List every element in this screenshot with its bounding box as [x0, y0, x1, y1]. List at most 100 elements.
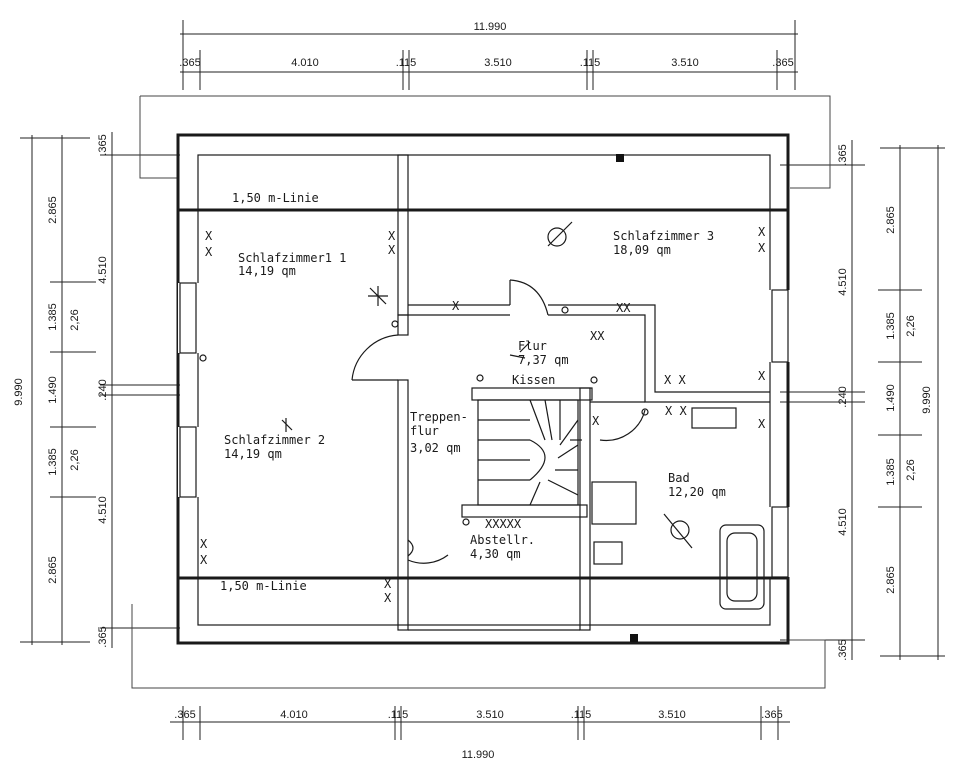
top-dim-segment: 3.510	[484, 57, 512, 69]
switch-mark: X	[384, 577, 392, 591]
switch-mark: X	[388, 243, 396, 257]
room-name-bedroom2: Schlafzimmer 2	[224, 433, 325, 447]
left-mid-dim: 2,26	[69, 449, 81, 470]
room-area-storage: 4,30 qm	[470, 547, 521, 561]
room-name-stair-hall-2: flur	[410, 424, 439, 438]
outlet-icon	[391, 320, 399, 328]
switch-mark: X	[388, 229, 396, 243]
right-dimension-chains: 9.990 2.865 1.385 1.490 1.385 2.865 2,26…	[780, 140, 945, 661]
height-lines: 1,50 m-Linie 1,50 m-Linie	[178, 191, 788, 593]
left-inner-dim: 4.510	[97, 496, 109, 524]
right-total-dimension: 9.990	[921, 386, 933, 414]
top-dimension-chain: 11.990 .365 4.010 .115 3.510 .115 3.510 …	[179, 20, 798, 90]
toilet	[593, 541, 623, 565]
switch-mark: X	[592, 414, 600, 428]
top-dim-segment: .365	[772, 57, 793, 69]
top-dim-segment: 3.510	[671, 57, 699, 69]
top-dim-segment: .115	[396, 57, 417, 69]
switch-mark: X	[452, 299, 460, 313]
left-outer-dim: 2.865	[47, 556, 59, 584]
room-labels: Schlafzimmer1 1 14,19 qm Schlafzimmer 2 …	[224, 229, 726, 561]
bottom-total-dimension: 11.990	[462, 749, 495, 761]
storage-marks: XXXXX	[485, 517, 522, 531]
bottom-dim-segment: .365	[174, 709, 195, 721]
switch-mark: X	[758, 369, 766, 383]
room-area-bedroom3: 18,09 qm	[613, 243, 671, 257]
left-outer-dim: 1.490	[47, 376, 59, 404]
left-outer-dim: 1.385	[47, 303, 59, 331]
sink	[691, 407, 737, 429]
right-mid-dim: 2,26	[905, 459, 917, 480]
room-name-bedroom1: Schlafzimmer1 1	[238, 251, 346, 265]
right-outer-dim: 2.865	[885, 566, 897, 594]
height-line-label-top: 1,50 m-Linie	[232, 191, 319, 205]
outlet-icon	[561, 306, 569, 314]
shower-tray	[591, 481, 637, 525]
left-inner-dim: 4.510	[97, 256, 109, 284]
right-inner-dim: 4.510	[837, 268, 849, 296]
left-mid-dim: 2,26	[69, 309, 81, 330]
bottom-dim-segment: .115	[571, 709, 592, 721]
bottom-dim-segment: .115	[388, 709, 409, 721]
right-inner-dim: .365	[837, 639, 849, 660]
wall-light-icon	[407, 539, 414, 557]
bottom-dim-segment: .365	[761, 709, 782, 721]
right-outer-dim: 1.385	[885, 458, 897, 486]
room-name-bath: Bad	[668, 471, 690, 485]
bath-fixtures	[591, 407, 765, 610]
bottom-dim-segment: 4.010	[280, 709, 308, 721]
outlet-icon	[476, 374, 484, 382]
ceiling-light-icon	[509, 341, 531, 359]
left-inner-dim: .365	[97, 134, 109, 155]
switch-mark: X	[200, 537, 208, 551]
left-outer-dim: 2.865	[47, 196, 59, 224]
switch-mark: X	[758, 417, 766, 431]
socket-mark: XX	[616, 301, 631, 315]
room-area-bath: 12,20 qm	[668, 485, 726, 499]
outlet-icon	[462, 518, 470, 526]
ceiling-light-icon	[368, 286, 388, 306]
right-outer-dim: 1.385	[885, 312, 897, 340]
room-name-stair-hall-1: Treppen-	[410, 410, 468, 424]
room-area-bedroom1: 14,19 qm	[238, 264, 296, 278]
height-line-label-bottom: 1,50 m-Linie	[220, 579, 307, 593]
left-outer-dim: 1.385	[47, 448, 59, 476]
right-mid-dim: 2,26	[905, 315, 917, 336]
right-outer-dim: 1.490	[885, 384, 897, 412]
socket-mark: XX	[590, 329, 605, 343]
bottom-dimension-chain: .365 4.010 .115 3.510 .115 3.510 .365 11…	[170, 706, 790, 761]
switch-mark: X	[384, 591, 392, 605]
right-inner-dim: .365	[837, 144, 849, 165]
right-inner-dim: 4.510	[837, 508, 849, 536]
ceiling-light-icon	[547, 221, 573, 247]
left-dimension-chains: 9.990 2.865 1.385 1.490 1.385 2.865 2,26…	[13, 132, 180, 648]
switch-mark: X	[200, 553, 208, 567]
room-note-hall: Kissen	[512, 373, 555, 387]
ceiling-light-icon	[281, 418, 293, 432]
room-name-hall: Flur	[518, 339, 547, 353]
socket-mark: X X	[664, 373, 686, 387]
left-total-dimension: 9.990	[13, 378, 25, 406]
doors	[351, 279, 646, 564]
switch-mark: X	[205, 229, 213, 243]
bottom-dim-segment: 3.510	[476, 709, 504, 721]
right-inner-dim: .240	[837, 386, 849, 407]
roof-outline	[131, 95, 831, 689]
staircase	[477, 399, 582, 506]
socket-mark: X X	[665, 404, 687, 418]
right-outer-dim: 2.865	[885, 206, 897, 234]
room-name-bedroom3: Schlafzimmer 3	[613, 229, 714, 243]
top-dim-segment: 4.010	[291, 57, 319, 69]
switch-mark: X	[758, 225, 766, 239]
top-dim-segment: .115	[580, 57, 601, 69]
outlet-icon	[641, 408, 649, 416]
top-dim-segment: .365	[179, 57, 200, 69]
room-name-storage: Abstellr.	[470, 533, 535, 547]
outlet-icon	[590, 376, 598, 384]
room-area-stair-hall: 3,02 qm	[410, 441, 461, 455]
left-inner-dim: .365	[97, 626, 109, 647]
interior-walls	[397, 154, 770, 631]
bathtub	[719, 524, 765, 610]
top-total-dimension: 11.990	[474, 21, 507, 33]
